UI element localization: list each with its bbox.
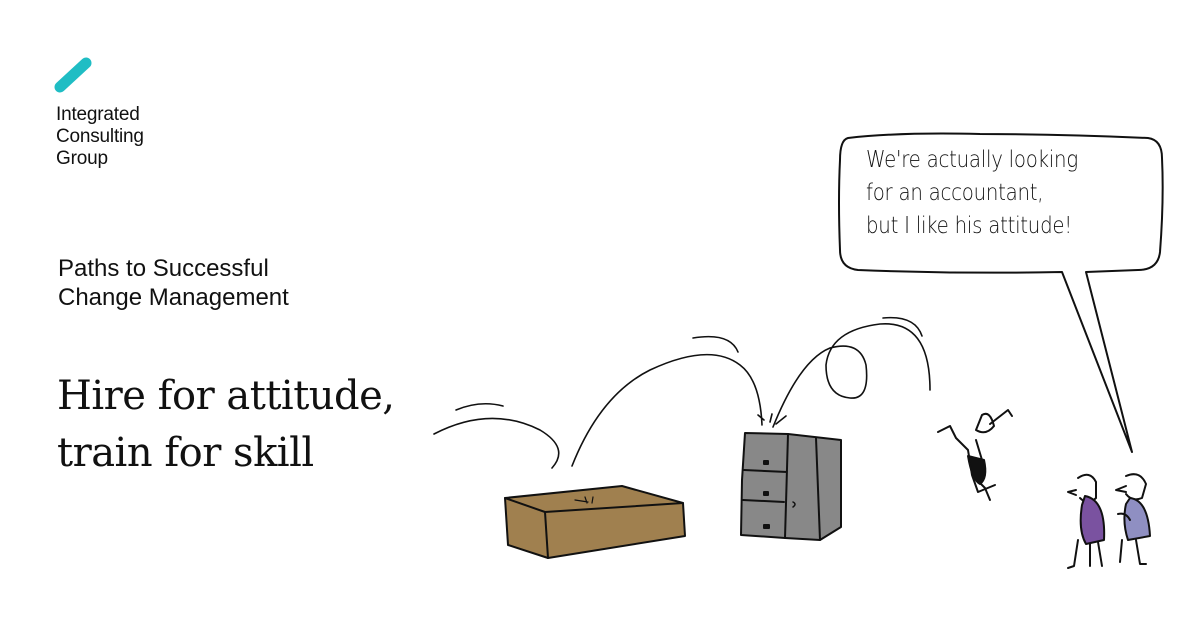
speech-bubble [838, 132, 1164, 453]
speech-line: but I like his attitude! [866, 213, 1072, 239]
brand-name-line: Integrated [56, 104, 140, 125]
filing-cabinet [740, 432, 842, 541]
brand-name-line: Group [56, 148, 108, 169]
speech-line: We're actually looking [866, 147, 1078, 173]
headline: Hire for attitude, train for skill [57, 368, 395, 482]
speech-line: for an accountant, [866, 180, 1044, 206]
speech-bubble-text: We're actually looking for an accountant… [866, 144, 1078, 243]
brand-name-line: Consulting [56, 126, 144, 147]
bounce-arcs [433, 316, 931, 469]
subtitle-line: Change Management [58, 284, 289, 311]
jumping-candidate-figure [937, 409, 1013, 501]
cardboard-box [504, 485, 686, 559]
headline-line: Hire for attitude, [57, 373, 395, 419]
brand-logo-icon [54, 57, 92, 93]
headline-line: train for skill [57, 430, 314, 476]
series-subtitle: Paths to Successful Change Management [58, 254, 289, 312]
subtitle-line: Paths to Successful [58, 255, 269, 282]
interviewer-purple-figure [1067, 473, 1106, 569]
interviewer-lavender-figure [1115, 473, 1151, 565]
brand-name: Integrated Consulting Group [56, 104, 144, 170]
